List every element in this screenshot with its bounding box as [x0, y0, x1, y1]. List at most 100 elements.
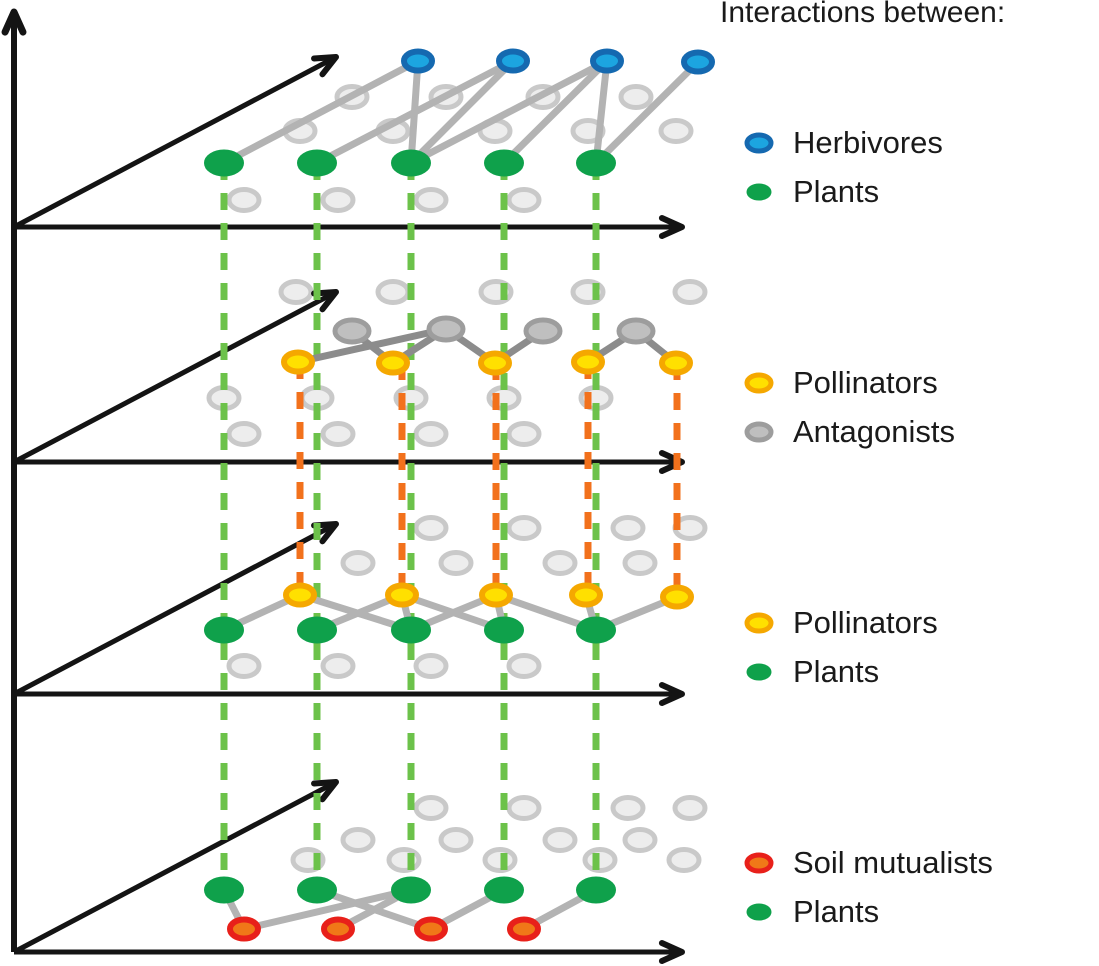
pollinator-node[interactable] [281, 349, 315, 375]
pollinator-node[interactable] [385, 582, 419, 608]
ghost-node [542, 550, 578, 576]
soil-mutualist-node-icon [742, 852, 776, 874]
ghost-node [506, 421, 542, 447]
edge-herbivory [407, 57, 517, 167]
pollinator-node[interactable] [479, 582, 513, 608]
plant-node[interactable] [391, 616, 431, 644]
plant-node[interactable] [297, 149, 337, 177]
edge-herbivory [407, 57, 611, 167]
plant-node[interactable] [484, 616, 524, 644]
ghost-node [413, 795, 449, 821]
ghost-node [618, 84, 654, 110]
plant-node[interactable] [391, 149, 431, 177]
ghost-node [438, 550, 474, 576]
ghost-node [658, 118, 694, 144]
ghost-node [320, 187, 356, 213]
plant-node[interactable] [576, 876, 616, 904]
herbivore-node[interactable] [681, 49, 715, 75]
legend-item-label: Herbivores [793, 125, 943, 160]
legend-item: Pollinators [742, 598, 1099, 647]
antagonist-node[interactable] [426, 315, 466, 343]
legend-item: Plants [742, 887, 1099, 936]
ghost-node [622, 827, 658, 853]
pollinator-node[interactable] [659, 350, 693, 376]
ghost-node [672, 795, 708, 821]
ghost-node [320, 653, 356, 679]
plant-node[interactable] [391, 876, 431, 904]
pollinator-node[interactable] [376, 350, 410, 376]
axis-group [1, 8, 685, 964]
ghost-node [413, 187, 449, 213]
plant-node-icon [742, 181, 776, 203]
legend-item-label: Plants [793, 654, 880, 689]
soil-node[interactable] [227, 916, 261, 942]
pollinator-node[interactable] [571, 349, 605, 375]
horizontal-axis-soil-mutualism [14, 940, 685, 964]
herbivore-node[interactable] [496, 48, 530, 74]
edge-pollination [296, 591, 415, 634]
soil-node[interactable] [414, 916, 448, 942]
ghost-node [413, 653, 449, 679]
ghost-node [506, 515, 542, 541]
plant-node[interactable] [204, 876, 244, 904]
edge-herbivory [500, 57, 611, 167]
plant-node[interactable] [576, 149, 616, 177]
depth-axis-antagonism [12, 289, 339, 465]
plant-node-icon [742, 661, 776, 683]
plant-node[interactable] [297, 876, 337, 904]
legend-item-label: Antagonists [793, 414, 955, 449]
edge-herbivory [592, 58, 702, 167]
ghost-node [226, 421, 262, 447]
plant-node[interactable] [484, 876, 524, 904]
ghost-node [340, 550, 376, 576]
ghost-node [340, 827, 376, 853]
ghost-node [506, 187, 542, 213]
plant-node[interactable] [297, 616, 337, 644]
ghost-node [506, 653, 542, 679]
soil-node[interactable] [507, 916, 541, 942]
ghost-node [226, 653, 262, 679]
pollinator-node[interactable] [283, 582, 317, 608]
plant-node-icon [742, 901, 776, 923]
plant-node[interactable] [484, 149, 524, 177]
legend-item-label: Pollinators [793, 365, 938, 400]
legend-title: Interactions between: [720, 0, 1006, 29]
ghost-node [226, 187, 262, 213]
herbivore-node[interactable] [401, 48, 435, 74]
depth-axis-pollination [12, 521, 339, 697]
ghost-node [610, 795, 646, 821]
legend-item: Soil mutualists [742, 838, 1099, 887]
depth-axis-soil-mutualism [12, 779, 339, 955]
herbivore-node[interactable] [590, 48, 624, 74]
antagonist-node[interactable] [523, 317, 563, 345]
pollinator-node[interactable] [660, 584, 694, 610]
ghost-node [542, 827, 578, 853]
legend-item: Herbivores [742, 118, 1099, 167]
soil-node[interactable] [321, 916, 355, 942]
horizontal-axis-antagonism [14, 450, 685, 474]
node-group [204, 48, 715, 942]
ghost-node [375, 279, 411, 305]
antagonist-node[interactable] [616, 317, 656, 345]
antagonist-node[interactable] [332, 317, 372, 345]
ghost-node [320, 421, 356, 447]
ghost-node [582, 847, 618, 873]
ghost-node-group [206, 84, 708, 873]
plant-node[interactable] [204, 149, 244, 177]
edge-herbivory [313, 57, 517, 167]
plant-node[interactable] [204, 616, 244, 644]
pollinator-node[interactable] [478, 350, 512, 376]
edge-soil-mutualism [313, 886, 435, 933]
legend-item-label: Pollinators [793, 605, 938, 640]
legend-item: Antagonists [742, 407, 1099, 456]
pollinator-node[interactable] [569, 582, 603, 608]
pollinator-node-icon [742, 372, 776, 394]
plant-node[interactable] [576, 616, 616, 644]
horizontal-axis-herbivory [14, 215, 685, 239]
vertical-axis [1, 8, 27, 952]
ghost-node [610, 515, 646, 541]
